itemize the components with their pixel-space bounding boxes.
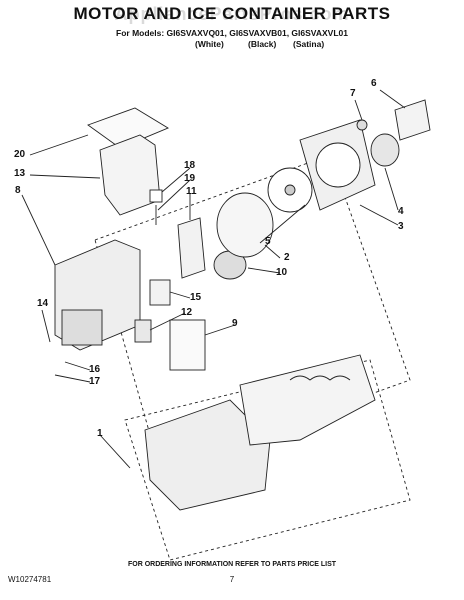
callout-20: 20 [14, 149, 26, 160]
page-number: 7 [229, 575, 235, 584]
callout-10: 10 [276, 267, 288, 278]
callout-16: 16 [89, 364, 101, 375]
callout-2: 2 [284, 252, 290, 263]
document-number: W10274781 [8, 575, 52, 584]
watermark: AppliancePartsPros.com [114, 4, 350, 24]
callout-8: 8 [15, 185, 21, 196]
callout-18: 18 [184, 160, 196, 171]
callout-5: 5 [265, 236, 271, 247]
callout-11: 11 [186, 186, 197, 197]
clip-part-18 [149, 189, 163, 203]
cover-part-13 [99, 134, 161, 216]
control-board [61, 309, 103, 346]
ice-container-part-1 [144, 399, 271, 511]
callout-9: 9 [232, 318, 238, 329]
page-title: MOTOR AND ICE CONTAINER PARTS [73, 4, 391, 23]
variant-black: (Black) [248, 39, 277, 49]
panel-part-9 [169, 319, 206, 371]
variant-satina: (Satina) [293, 39, 325, 49]
callout-6: 6 [371, 78, 377, 89]
auger-assembly [239, 354, 376, 446]
callout-12: 12 [181, 307, 193, 318]
pad-part-20 [87, 107, 169, 149]
bracket-part-6 [394, 99, 431, 141]
bracket-part-11 [177, 217, 206, 279]
variant-white: (White) [195, 39, 224, 49]
callout-4: 4 [398, 206, 404, 217]
shroud-part-2 [216, 192, 274, 258]
switch-part-15 [149, 279, 171, 306]
callout-1: 1 [97, 428, 103, 439]
callout-15: 15 [190, 292, 202, 303]
upper-plane-outline [94, 154, 411, 471]
callout-14: 14 [37, 298, 49, 309]
callout-17: 17 [89, 376, 101, 387]
callout-3: 3 [398, 221, 404, 232]
callout-13: 13 [14, 168, 26, 179]
callout-7: 7 [350, 88, 356, 99]
callout-19: 19 [184, 173, 196, 184]
screw-part-7 [356, 119, 368, 131]
models-line: For Models: GI6SVAXVQ01, GI6SVAXVB01, GI… [116, 28, 348, 38]
ordering-note: FOR ORDERING INFORMATION REFER TO PARTS … [127, 561, 337, 568]
auger-coil [289, 375, 351, 381]
actuator-part-12 [134, 319, 152, 343]
motor-part-4 [370, 133, 400, 167]
